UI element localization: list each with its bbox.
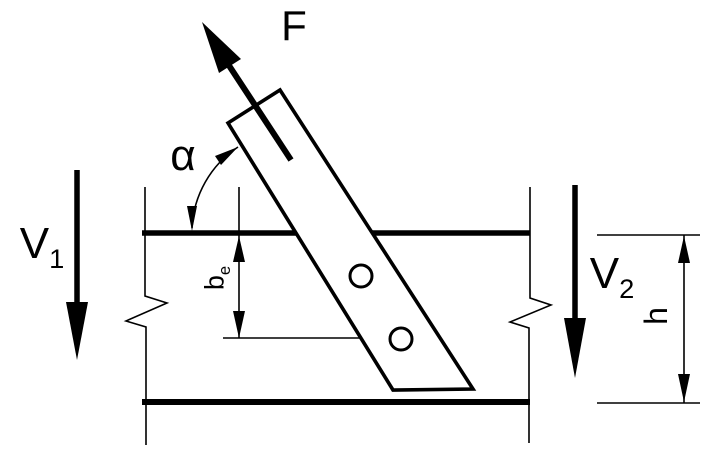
v1-label-base: V bbox=[19, 219, 50, 268]
beam-left-break-line bbox=[123, 187, 170, 445]
force-arrow-shaft bbox=[225, 62, 294, 162]
plate-hole-lower bbox=[388, 326, 414, 352]
angle-label: α bbox=[170, 134, 195, 178]
h-dim-arrow-down bbox=[678, 374, 690, 402]
angle-arc-group bbox=[187, 146, 239, 231]
v2-label-base: V bbox=[589, 249, 620, 298]
angle-arc-arrowhead-lower bbox=[187, 206, 197, 231]
inclined-plate bbox=[225, 87, 477, 392]
h-dim-arrow-up bbox=[678, 236, 690, 263]
h-label: h bbox=[638, 307, 674, 325]
be-dim-arrow-up bbox=[233, 236, 245, 262]
force-arrowhead bbox=[202, 22, 241, 73]
h-label-text: h bbox=[638, 307, 674, 325]
be-label-sub: e bbox=[214, 265, 234, 276]
force-label: F bbox=[281, 5, 307, 47]
v1-label-sub: 1 bbox=[49, 242, 65, 274]
shear-arrow-left-head bbox=[66, 302, 88, 360]
angle-label-text: α bbox=[170, 131, 196, 180]
angle-arc bbox=[191, 146, 239, 229]
force-label-text: F bbox=[281, 2, 307, 49]
h-dimension bbox=[597, 234, 700, 404]
angle-arc-arrowhead-upper bbox=[215, 147, 238, 165]
beam-right-break-line bbox=[507, 187, 554, 443]
beam bbox=[123, 187, 554, 445]
v2-label-sub: 2 bbox=[619, 272, 635, 304]
shear-arrow-right-head bbox=[564, 318, 586, 378]
be-dimension bbox=[223, 187, 361, 339]
be-label: be bbox=[199, 266, 234, 291]
be-label-base: b bbox=[199, 275, 230, 291]
force-arrow bbox=[202, 22, 294, 162]
shear-arrow-right bbox=[564, 185, 586, 378]
be-dim-arrow-down bbox=[233, 311, 245, 338]
v2-label: V2 bbox=[589, 249, 635, 302]
v1-label: V1 bbox=[19, 219, 65, 272]
plate-hole-upper bbox=[348, 263, 374, 289]
shear-arrow-left bbox=[66, 170, 88, 360]
